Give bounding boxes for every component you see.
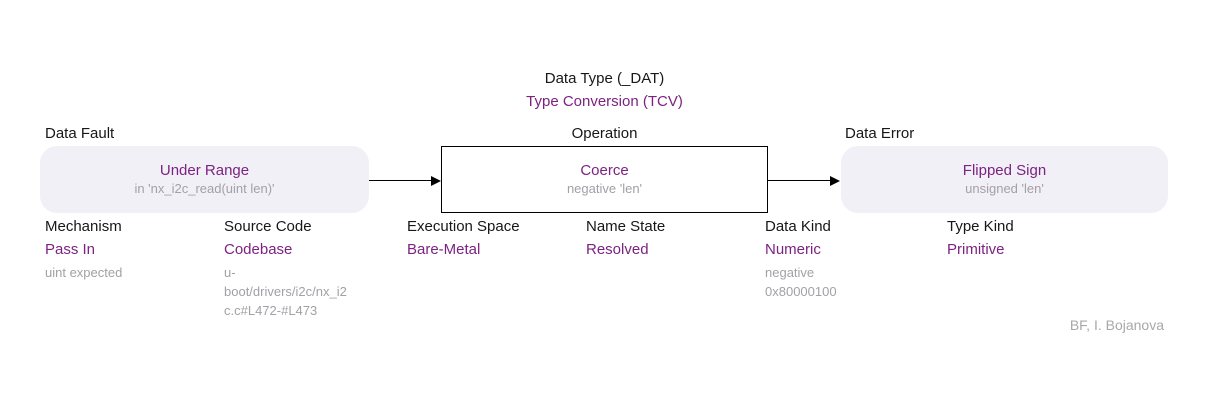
operation-node: Coerce negative 'len' [441, 146, 768, 213]
attribute-value: Bare-Metal [407, 241, 481, 258]
attribute-data-kind: Data Kind Numeric negative 0x80000100 [765, 218, 937, 301]
data-type-heading: Data Type (_DAT) [544, 70, 665, 87]
operation-title: Coerce [580, 162, 629, 179]
operation-label: Operation [571, 125, 638, 142]
attribute-value: Numeric [765, 241, 821, 258]
arrow-fault-to-operation [369, 180, 431, 181]
data-error-label: Data Error [845, 125, 915, 142]
attribute-value: Pass In [45, 241, 96, 258]
attribute-name: Mechanism [45, 218, 122, 235]
attribute-mechanism: Mechanism Pass In uint expected [45, 218, 217, 282]
attribute-source-code: Source Code Codebase u- boot/drivers/i2c… [224, 218, 396, 320]
attribute-value: Codebase [224, 241, 293, 258]
data-fault-label: Data Fault [45, 125, 115, 142]
attribute-name: Data Kind [765, 218, 831, 235]
attribute-value: Primitive [947, 241, 1005, 258]
attribute-name: Execution Space [407, 218, 520, 235]
attribute-note: negative 0x80000100 [765, 265, 837, 299]
arrow-operation-to-error [768, 180, 830, 181]
attribute-note: uint expected [45, 265, 123, 280]
data-fault-node: Under Range in 'nx_i2c_read(uint len)' [40, 146, 369, 213]
arrowhead-fault-to-operation-icon [431, 175, 441, 186]
attribute-name-state: Name State Resolved [586, 218, 758, 263]
credit-text: BF, I. Bojanova [1069, 317, 1164, 333]
data-fault-title: Under Range [159, 162, 250, 179]
attribute-name: Source Code [224, 218, 312, 235]
operation-subtitle: negative 'len' [566, 181, 643, 196]
data-error-title: Flipped Sign [962, 162, 1047, 179]
attribute-note: u- boot/drivers/i2c/nx_i2 c.c#L472-#L473 [224, 265, 347, 318]
attribute-execution-space: Execution Space Bare-Metal [407, 218, 579, 263]
data-error-subtitle: unsigned 'len' [965, 181, 1044, 196]
type-conversion-heading: Type Conversion (TCV) [526, 93, 683, 110]
data-error-node: Flipped Sign unsigned 'len' [841, 146, 1168, 213]
data-fault-subtitle: in 'nx_i2c_read(uint len)' [134, 181, 275, 196]
attribute-value: Resolved [586, 241, 649, 258]
arrowhead-operation-to-error-icon [830, 175, 840, 186]
attribute-name: Name State [586, 218, 666, 235]
attribute-type-kind: Type Kind Primitive [947, 218, 1119, 263]
attribute-name: Type Kind [947, 218, 1014, 235]
